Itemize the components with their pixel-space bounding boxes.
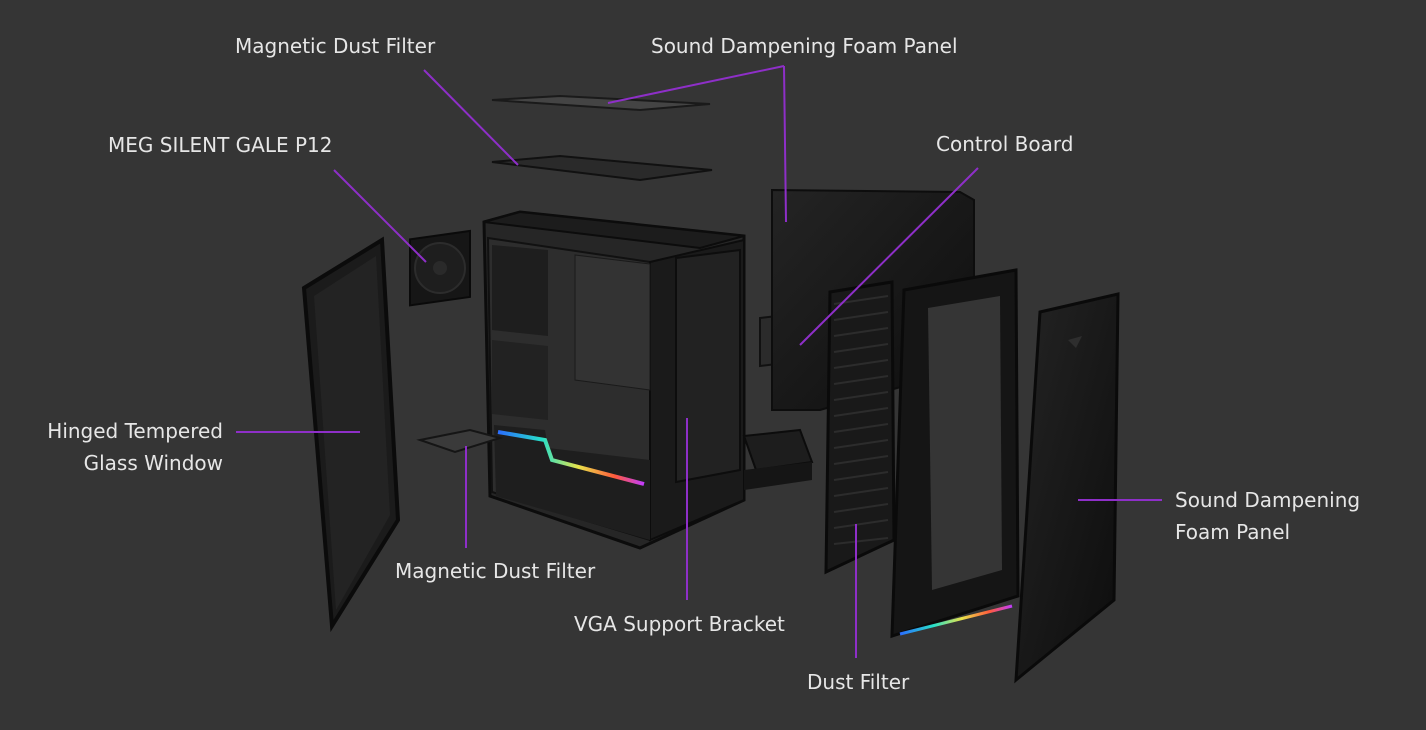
top-dust-filter-plate: [491, 154, 713, 182]
leader-lines: [236, 65, 1162, 658]
label-fan: MEG SILENT GALE P12: [108, 133, 333, 157]
label-front-foam-line2: Foam Panel: [1175, 520, 1291, 544]
top-foam-plate: [491, 94, 711, 112]
front-foam-panel: [1014, 292, 1120, 684]
label-dust-filter: Dust Filter: [807, 670, 910, 694]
label-bottom-magnetic-dust-filter: Magnetic Dust Filter: [395, 559, 596, 583]
label-top-magnetic-dust-filter: Magnetic Dust Filter: [235, 34, 436, 58]
label-front-foam-line1: Sound Dampening: [1175, 488, 1361, 512]
front-dust-filter: [824, 280, 896, 575]
label-top-sound-dampening-foam-panel: Sound Dampening Foam Panel: [651, 34, 958, 58]
fan: [409, 229, 471, 307]
chassis: [482, 210, 746, 550]
bottom-dust-filter-plate: [416, 428, 504, 454]
label-vga-support-bracket: VGA Support Bracket: [574, 612, 785, 636]
front-frame: [890, 268, 1020, 639]
drive-bracket: [742, 428, 814, 490]
label-front-sound-dampening-foam-panel: Sound Dampening Foam Panel: [1175, 484, 1360, 548]
label-control-board: Control Board: [936, 132, 1074, 156]
label-hinged-glass-window: Hinged Tempered Glass Window: [47, 415, 223, 479]
label-hinged-glass-window-line1: Hinged Tempered: [47, 419, 223, 443]
label-hinged-glass-window-line2: Glass Window: [83, 451, 223, 475]
